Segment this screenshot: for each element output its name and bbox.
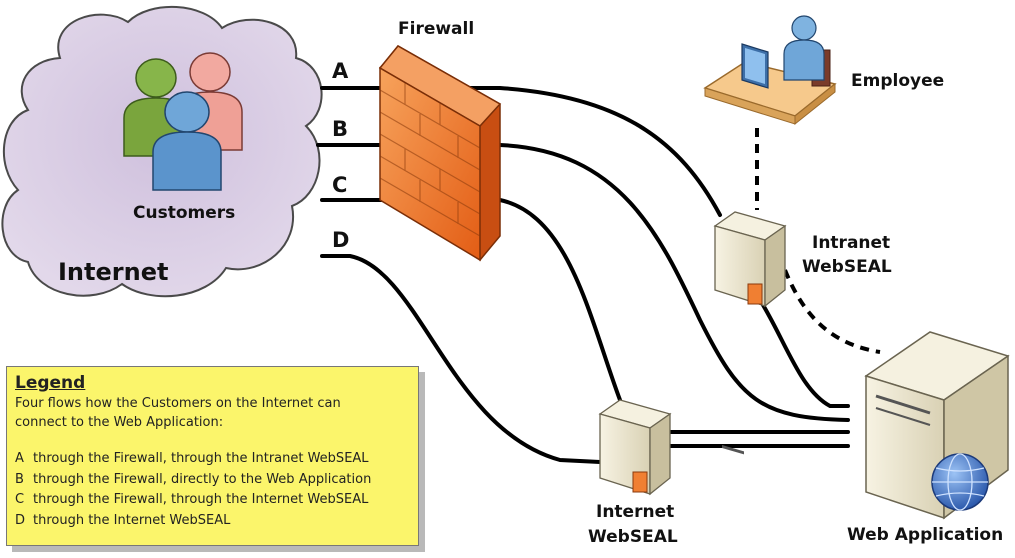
internet-label: Internet — [58, 258, 168, 286]
legend-key-c: C — [15, 492, 25, 507]
employee-workstation-icon — [703, 15, 837, 126]
intranet-webseal-server-icon — [713, 211, 787, 455]
legend-text-c: through the Firewall, through the Intern… — [33, 492, 369, 507]
customers-group-icon — [123, 52, 243, 191]
legend-text-d: through the Internet WebSEAL — [33, 512, 231, 528]
legend-title: Legend — [15, 373, 86, 393]
legend-text-b: through the Firewall, directly to the We… — [33, 471, 372, 487]
flow-lines — [316, 86, 881, 464]
web-application-label: Web Application — [847, 525, 1003, 545]
legend-key-a: A — [15, 451, 24, 466]
legend-box: Legend Four flows how the Customers on t… — [6, 366, 419, 546]
flow-key-d: D — [332, 228, 349, 252]
intranet-webseal-label-line1: Intranet — [812, 233, 890, 253]
firewall-icon — [378, 45, 502, 262]
legend-key-b: B — [15, 471, 24, 487]
person-blue-icon — [152, 91, 222, 191]
intranet-webseal-label-line2: WebSEAL — [802, 257, 892, 277]
flow-key-c: C — [332, 173, 347, 197]
flow-key-b: B — [332, 117, 348, 141]
flow-line-b — [316, 143, 850, 422]
internet-webseal-label-line1: Internet — [596, 502, 674, 522]
legend-key-d: D — [15, 512, 26, 528]
legend-description: Four flows how the Customers on the Inte… — [15, 396, 341, 430]
globe-icon — [931, 453, 989, 511]
intranet-to-app-line — [783, 269, 881, 354]
flow-key-a: A — [332, 59, 349, 83]
flow-line-a — [320, 86, 850, 408]
firewall-label: Firewall — [398, 19, 474, 39]
flow-line-d — [320, 254, 850, 464]
flow-line-c — [320, 198, 850, 434]
legend-text-a: through the Firewall, through the Intran… — [33, 451, 369, 466]
internet-webseal-label-line2: WebSEAL — [588, 527, 678, 547]
internet-webseal-server-icon — [598, 399, 672, 496]
employee-label: Employee — [851, 71, 944, 91]
customers-label: Customers — [133, 203, 235, 223]
